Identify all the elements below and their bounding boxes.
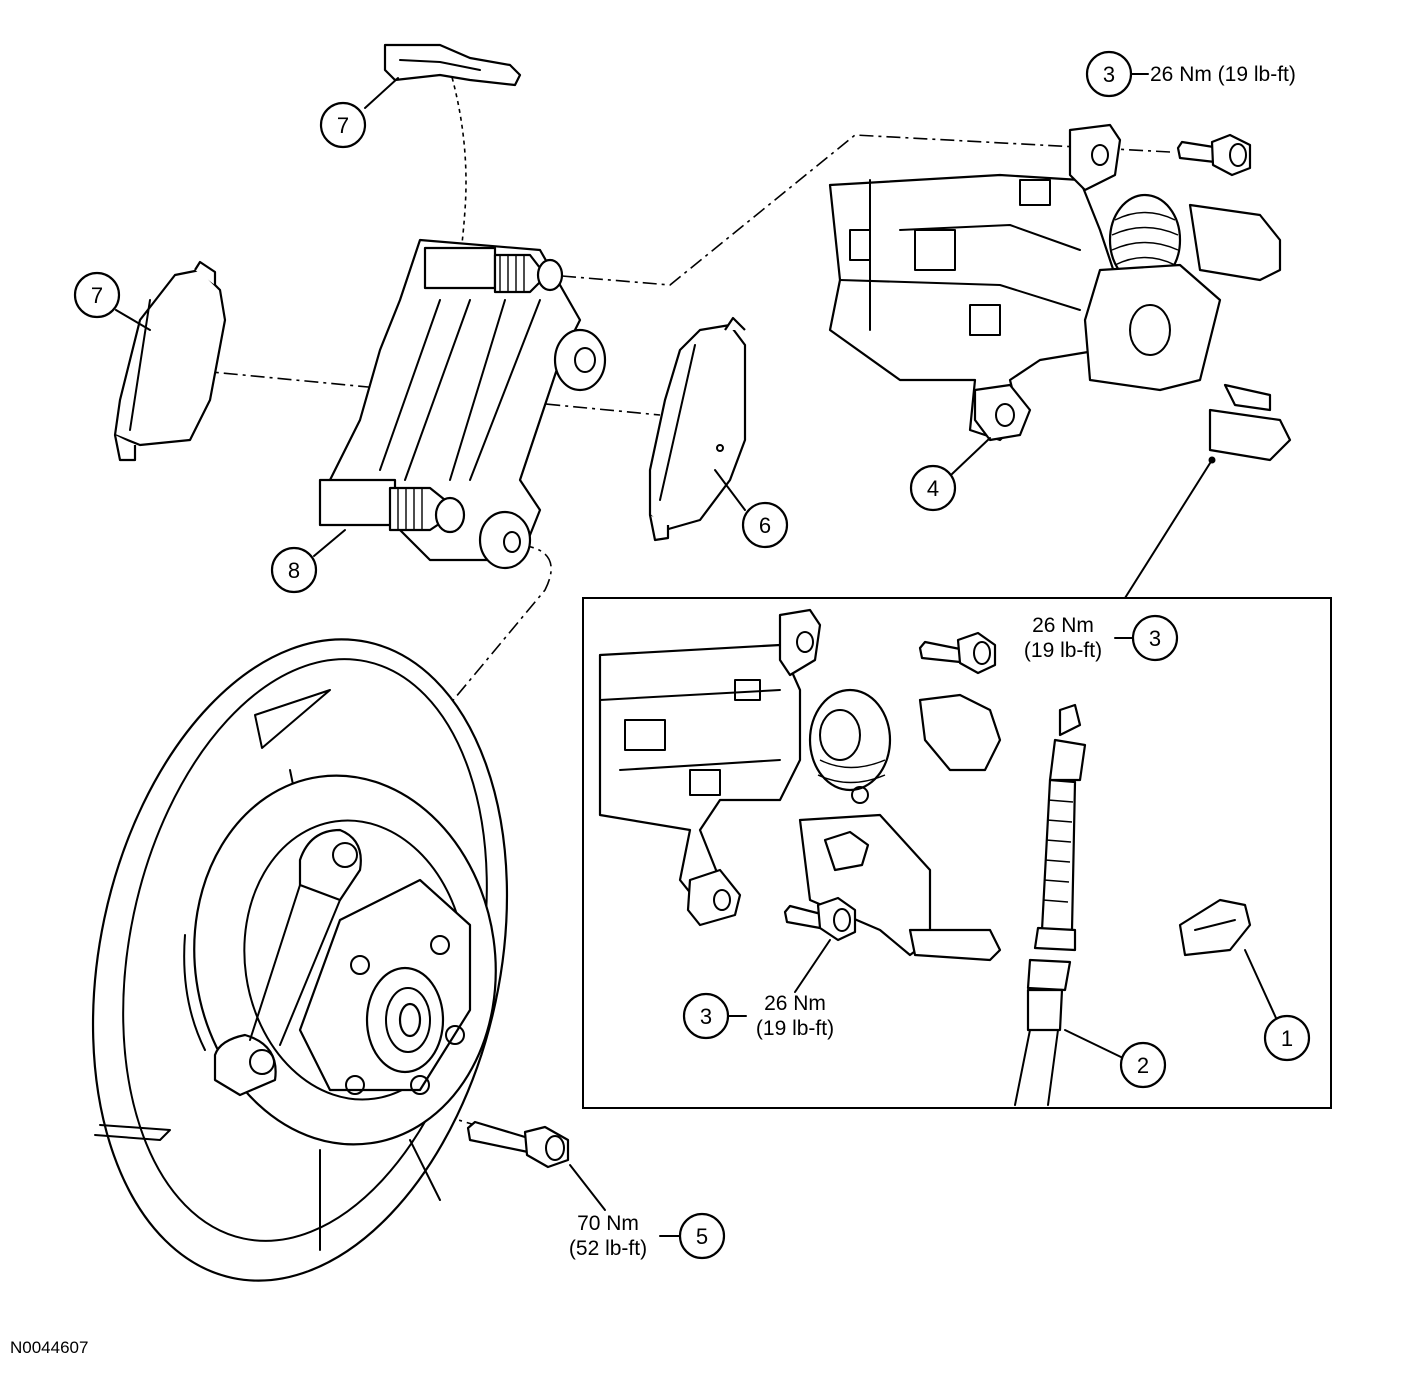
callout-5-number: 5 bbox=[696, 1224, 708, 1249]
callout-7-right-number: 6 bbox=[759, 513, 771, 538]
callout-4-number: 4 bbox=[927, 476, 939, 501]
callout-2: 2 bbox=[1064, 1029, 1167, 1089]
callout-3-inset-upper-torque-2: (19 lb-ft) bbox=[1024, 639, 1102, 662]
callout-3-inset-upper: 3 26 Nm (19 lb-ft) bbox=[1024, 614, 1179, 662]
callout-3-inset-lower-torque-2: (19 lb-ft) bbox=[756, 1017, 834, 1040]
callout-5-torque-2: (52 lb-ft) bbox=[569, 1237, 647, 1260]
callout-1-number: 1 bbox=[1281, 1026, 1293, 1051]
callout-7-right: 6 bbox=[714, 469, 789, 549]
callout-7-left: 7 bbox=[73, 271, 151, 331]
brake-rotor-and-hub bbox=[91, 638, 509, 1282]
anti-rattle-clip bbox=[383, 43, 522, 87]
callout-5: 5 70 Nm (52 lb-ft) bbox=[569, 1164, 726, 1260]
inset-leader bbox=[1124, 456, 1216, 599]
callout-5-torque-1: 70 Nm bbox=[577, 1212, 639, 1235]
callout-6: 7 bbox=[319, 77, 399, 149]
callout-7-left-number: 7 bbox=[91, 283, 103, 308]
hub-bolt bbox=[466, 1120, 570, 1169]
caliper-bolt-upper bbox=[1176, 133, 1252, 177]
callout-3-inset-lower-torque-1: 26 Nm bbox=[764, 992, 826, 1015]
callout-8: 8 bbox=[270, 529, 346, 594]
callout-3-inset-lower: 3 26 Nm (19 lb-ft) bbox=[682, 939, 834, 1040]
brake-caliper bbox=[828, 123, 1292, 462]
figure-id: N0044607 bbox=[10, 1338, 88, 1357]
brake-pad-left bbox=[113, 260, 227, 462]
callout-1: 1 bbox=[1244, 949, 1311, 1062]
callout-3-inset-upper-torque-1: 26 Nm bbox=[1032, 614, 1094, 637]
callout-3-inset-lower-number: 3 bbox=[700, 1004, 712, 1029]
callout-3-top: 3 26 Nm (19 lb-ft) bbox=[1085, 50, 1296, 98]
callout-2-number: 2 bbox=[1137, 1053, 1149, 1078]
callout-4: 4 bbox=[909, 437, 991, 512]
callout-8-number: 8 bbox=[288, 558, 300, 583]
callout-6-number: 7 bbox=[337, 113, 349, 138]
callout-3-top-number: 3 bbox=[1103, 62, 1115, 87]
callout-3-top-torque: 26 Nm (19 lb-ft) bbox=[1150, 63, 1296, 86]
caliper-bracket bbox=[318, 238, 607, 570]
callout-3-inset-upper-number: 3 bbox=[1149, 626, 1161, 651]
brake-pad-right bbox=[648, 316, 747, 542]
